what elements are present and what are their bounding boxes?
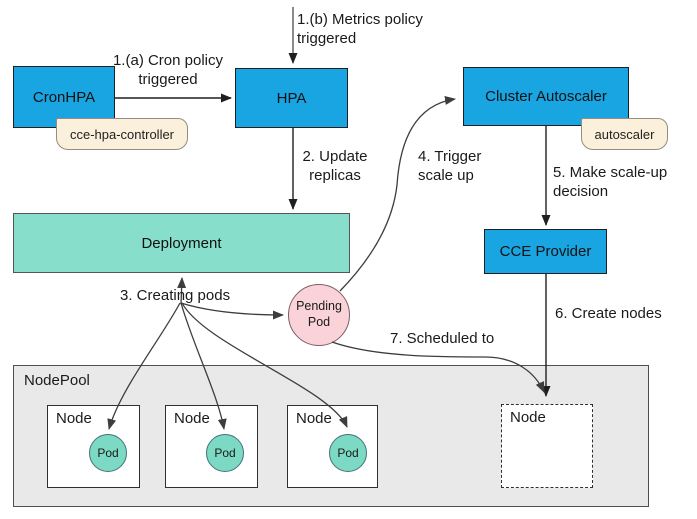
step-5-label: 5. Make scale-up decision [553, 164, 668, 200]
pending-pod-circle: Pending Pod [288, 284, 350, 346]
step-1b-label: 1.(b) Metrics policy triggered [297, 11, 423, 47]
cronhpa-box: CronHPA [13, 66, 115, 128]
step-2-label: 2. Update replicas [302, 148, 368, 184]
deployment-box: Deployment [13, 213, 350, 273]
node-1-label: Node [56, 410, 92, 427]
pending-pod-label: Pending Pod [296, 299, 342, 329]
arrow-pending-to-autoscaler [339, 96, 456, 292]
autoscaler-tag: autoscaler [581, 118, 668, 150]
node-3-label: Node [296, 410, 332, 427]
cce-provider-box: CCE Provider [484, 229, 607, 274]
cronhpa-label: CronHPA [32, 88, 96, 106]
step-4-label: 4. Trigger scale up [418, 148, 482, 184]
step-1a-label: 1.(a) Cron policy triggered [112, 52, 224, 88]
cluster-autoscaler-label: Cluster Autoscaler [485, 88, 607, 105]
cce-hpa-controller-tag-label: cce-hpa-controller [69, 126, 175, 142]
step-6-label: 6. Create nodes [555, 305, 662, 322]
pod-circle-3: Pod [329, 434, 367, 472]
pod-1-label: Pod [97, 446, 119, 460]
pod-3-label: Pod [337, 446, 359, 460]
hpa-label: HPA [276, 89, 307, 107]
node-box-new: Node [501, 404, 593, 488]
node-new-label: Node [510, 409, 546, 426]
cluster-autoscaler-box: Cluster Autoscaler [463, 67, 629, 126]
pod-circle-1: Pod [89, 434, 127, 472]
deployment-label: Deployment [141, 234, 222, 252]
nodepool-label: NodePool [24, 372, 90, 389]
pod-2-label: Pod [214, 446, 236, 460]
step-3-label: 3. Creating pods [120, 287, 231, 304]
node-2-label: Node [174, 410, 210, 427]
pod-circle-2: Pod [206, 434, 244, 472]
step-7-label: 7. Scheduled to [390, 330, 495, 347]
cce-hpa-controller-tag: cce-hpa-controller [56, 118, 188, 150]
hpa-box: HPA [235, 68, 348, 128]
autoscaler-tag-label: autoscaler [594, 126, 655, 142]
cce-provider-label: CCE Provider [499, 243, 592, 260]
